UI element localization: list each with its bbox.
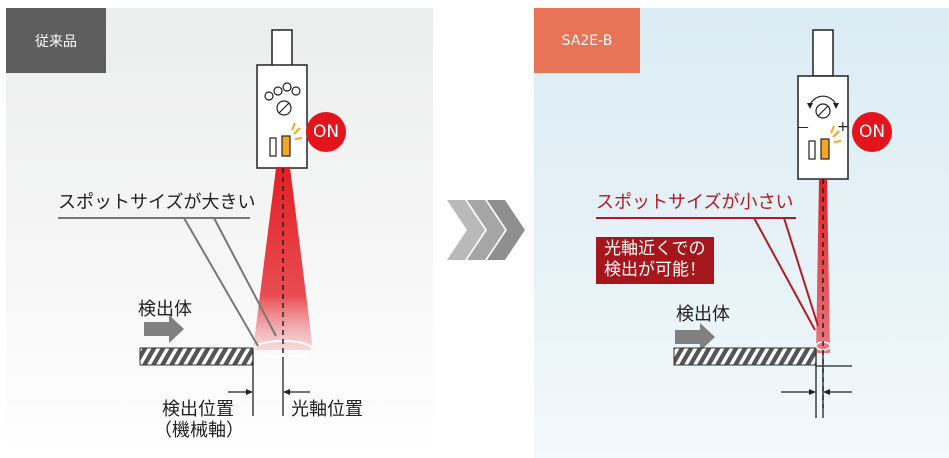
spot-leader-line	[213, 217, 277, 337]
adjust-dial-icon	[276, 100, 292, 116]
detection-object-label: 検出体	[138, 299, 192, 320]
dimension-arrow-right	[823, 389, 852, 395]
detection-object	[139, 347, 254, 366]
object-direction-arrow	[675, 323, 715, 351]
spot-size-small-label: スポットサイズが小さい	[596, 192, 794, 213]
near-axis-callout: 光軸近くでの 検出が可能！	[596, 237, 714, 284]
chevron-arrows-icon	[447, 200, 525, 260]
spot-leader-line	[753, 217, 816, 331]
tab-conventional: 従来品	[6, 8, 106, 73]
conventional-product-panel: 従来品 ON スポットサイズが大きい 検出体 検出位置 （機械軸） 光軸位置	[6, 8, 433, 458]
indicator-dot-icon	[282, 82, 292, 92]
object-direction-arrow	[144, 315, 184, 343]
tab-sa2e-b: SA2E-B	[534, 8, 640, 73]
spot-leader-line	[783, 217, 819, 327]
dimension-arrow-left	[228, 389, 253, 395]
detection-object	[673, 347, 817, 366]
beam-narrow	[816, 179, 830, 353]
plus-sign: +	[837, 119, 849, 135]
spot-size-large-label: スポットサイズが大きい	[58, 192, 256, 213]
detection-object-label: 検出体	[676, 304, 730, 325]
detection-position-label: 検出位置	[162, 399, 234, 420]
sa2e-b-panel: SA2E-B － + ON スポットサイズが小さい 光軸近くでの 検出が可能！ …	[534, 8, 949, 458]
on-indicator-badge: ON	[306, 112, 346, 152]
callout-line-2: 検出が可能！	[604, 260, 706, 280]
conventional-diagram	[58, 29, 313, 416]
led-glow-icon	[830, 125, 842, 143]
led-off-icon	[808, 140, 816, 160]
dimension-arrow-right	[283, 389, 310, 395]
sensor-cable	[812, 29, 834, 77]
dimension-arrow-left	[781, 389, 816, 395]
spot-leader-line	[183, 217, 259, 347]
on-indicator-badge: ON	[852, 112, 892, 152]
callout-line-1: 光軸近くでの	[604, 239, 706, 259]
sensor-cable	[271, 29, 293, 67]
indicator-dot-icon	[291, 86, 301, 96]
sa2e-b-diagram	[596, 29, 852, 418]
indicator-dot-icon	[264, 91, 274, 101]
led-on-icon	[281, 135, 291, 157]
indicator-dot-icon	[273, 86, 283, 96]
adjust-dial-icon	[807, 95, 839, 119]
led-glow-icon	[291, 122, 303, 140]
led-off-icon	[269, 137, 277, 157]
led-on-icon	[820, 138, 830, 160]
machine-axis-label: （機械軸）	[154, 420, 244, 441]
optical-axis-position-label: 光軸位置	[291, 399, 363, 420]
minus-sign: －	[796, 121, 810, 137]
